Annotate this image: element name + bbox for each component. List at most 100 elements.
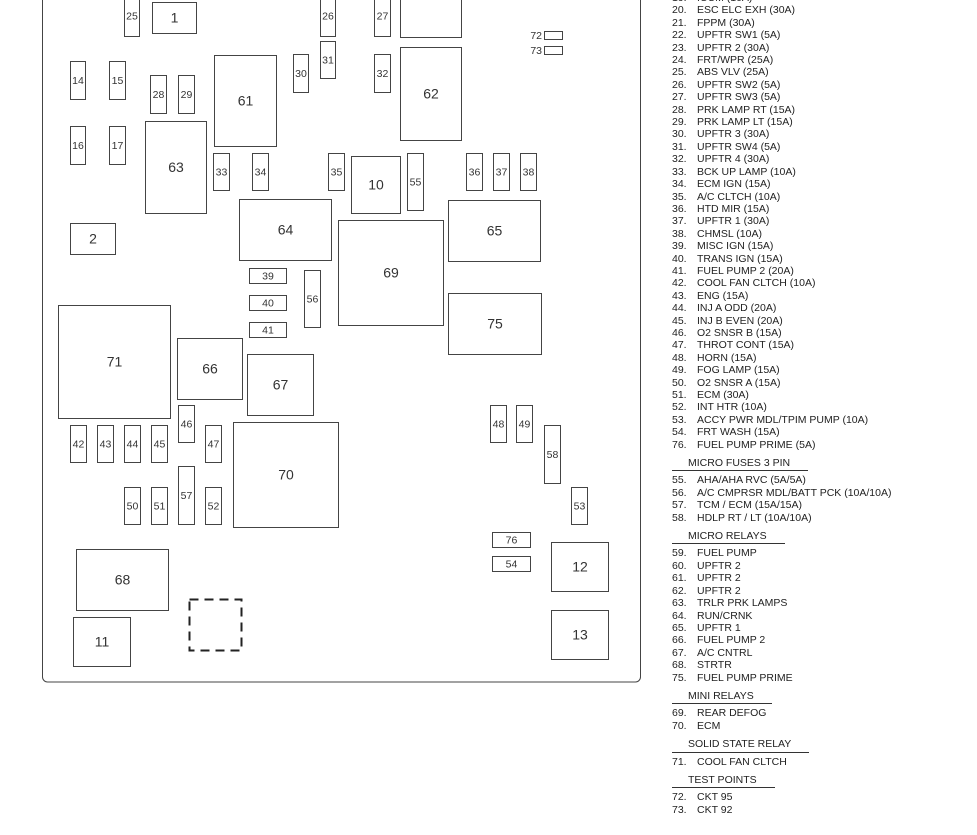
legend-item: 35. A/C CLTCH (10A) bbox=[672, 191, 972, 203]
fuse-label-72: 72 bbox=[530, 30, 542, 42]
legend-item-number: 33. bbox=[672, 165, 687, 178]
legend-item: 42.COOL FAN CLTCH (10A) bbox=[672, 277, 972, 289]
fuse-label-69: 69 bbox=[383, 265, 399, 281]
legend-item-text: ECM IGN (15A) bbox=[697, 178, 771, 191]
fuse-label-52: 52 bbox=[208, 500, 220, 512]
fuse-label-30: 30 bbox=[295, 68, 307, 80]
legend-item-number: 49. bbox=[672, 364, 687, 377]
legend-item-number: 30. bbox=[672, 128, 687, 141]
fuse-label-63: 63 bbox=[168, 159, 184, 175]
legend-section-title: MICRO RELAYS bbox=[672, 530, 785, 545]
fuse-label-71: 71 bbox=[107, 354, 123, 370]
legend-item: 34.ECM IGN (15A) bbox=[672, 178, 972, 190]
legend-item: 52.INT HTR (10A) bbox=[672, 401, 972, 413]
legend-item-text: CHMSL (10A) bbox=[697, 227, 762, 240]
fuse-box-45 bbox=[151, 425, 168, 463]
fuse-box-29 bbox=[178, 75, 195, 114]
legend-item: 64.RUN/CRNK bbox=[672, 610, 972, 622]
legend-item-number: 38. bbox=[672, 227, 687, 240]
fuse-box-31 bbox=[320, 41, 336, 79]
legend-section-title: SOLID STATE RELAY bbox=[672, 738, 810, 753]
legend-item-number: 36. bbox=[672, 202, 687, 215]
legend-item-text: INJ B EVEN (20A) bbox=[697, 314, 783, 327]
fuse-box-76 bbox=[492, 532, 531, 548]
legend-item-number: 71. bbox=[672, 755, 687, 768]
legend-item: 61.UPFTR 2 bbox=[672, 572, 972, 584]
fuse-label-48: 48 bbox=[493, 418, 505, 430]
fuse-box-28 bbox=[150, 75, 167, 114]
legend-item: 51.ECM (30A) bbox=[672, 389, 972, 401]
fuse-label-46: 46 bbox=[181, 418, 193, 430]
legend-item-text: ABS VLV (25A) bbox=[697, 66, 769, 79]
fuse-box-50 bbox=[124, 487, 141, 525]
legend-item-number: 35. bbox=[672, 190, 687, 203]
fuse-label-61: 61 bbox=[238, 93, 254, 109]
legend-item: 53. ACCY PWR MDL/TPIM PUMP (10A) bbox=[672, 414, 972, 426]
legend-item: 68.STRTR bbox=[672, 659, 972, 671]
legend-item-number: 19. bbox=[672, 0, 697, 4]
legend-section-title: MICRO FUSES 3 PIN bbox=[672, 457, 809, 472]
legend-item: 23.UPFTR 2 (30A) bbox=[672, 42, 972, 54]
fuse-box-53 bbox=[571, 487, 588, 525]
fuse-box-70 bbox=[233, 422, 339, 528]
legend-item: 40. TRANS IGN (15A) bbox=[672, 253, 972, 265]
legend-item-number: 50. bbox=[672, 376, 687, 389]
legend-item-text: FUEL PUMP 2 bbox=[697, 634, 766, 647]
fuse-label-43: 43 bbox=[100, 438, 112, 450]
fuse-label-16: 16 bbox=[72, 140, 84, 152]
legend-item: 60.UPFTR 2 bbox=[672, 560, 972, 572]
legend-item-number: 69. bbox=[672, 707, 687, 720]
legend-item-number: 65. bbox=[672, 621, 687, 634]
fuse-label-1: 1 bbox=[171, 10, 179, 26]
legend-item-number: 68. bbox=[672, 659, 687, 672]
legend-item-text: UPFTR 4 (30A) bbox=[697, 153, 770, 166]
legend-item-text: FUEL PUMP PRIME bbox=[697, 671, 793, 684]
fuse-label-62: 62 bbox=[423, 86, 439, 102]
fuse-box-41 bbox=[249, 322, 287, 338]
legend-item-text: CKT 92 bbox=[697, 803, 733, 816]
fuse-box-40 bbox=[249, 295, 287, 311]
legend-item: 21.FPPM (30A) bbox=[672, 17, 972, 29]
legend-item-number: 73. bbox=[672, 803, 687, 816]
legend-item-number: 60. bbox=[672, 559, 687, 572]
legend-item-number: 20. bbox=[672, 4, 687, 17]
legend-item-text: UPFTR 2 bbox=[697, 572, 741, 585]
legend-item-text: FRT/WPR (25A) bbox=[697, 54, 774, 67]
fuse-box-61 bbox=[214, 55, 277, 147]
fuse-label-58: 58 bbox=[547, 449, 559, 461]
fuse-box-63 bbox=[145, 121, 207, 214]
legend-item: 43.ENG (15A) bbox=[672, 290, 972, 302]
fuse-box-44 bbox=[124, 425, 141, 463]
legend-item: 26.UPFTR SW2 (5A) bbox=[672, 79, 972, 91]
legend-item-text: TRANS IGN (15A) bbox=[697, 252, 783, 265]
fuse-label-28: 28 bbox=[153, 89, 165, 101]
legend-item-text: INT HTR (10A) bbox=[697, 401, 767, 414]
legend-item-text: FOG LAMP (15A) bbox=[697, 364, 780, 377]
fuse-box-14 bbox=[70, 61, 86, 100]
fuse-label-35: 35 bbox=[331, 166, 343, 178]
fuse-label-57: 57 bbox=[181, 490, 193, 502]
fuse-box-1 bbox=[152, 2, 197, 34]
legend-item-number: 44. bbox=[672, 302, 687, 315]
legend-item-number: 56. bbox=[672, 486, 687, 499]
fuse-box-dashed bbox=[188, 598, 243, 652]
fuse-label-66: 66 bbox=[202, 361, 218, 377]
legend-item-number: 57. bbox=[672, 499, 687, 512]
legend-item-text: ACCY PWR MDL/TPIM PUMP (10A) bbox=[697, 413, 869, 426]
fuse-label-38: 38 bbox=[523, 166, 535, 178]
legend-item-number: 25. bbox=[672, 66, 687, 79]
legend-item-number: 40. bbox=[672, 252, 687, 265]
legend-item-text: A/C CLTCH (10A) bbox=[697, 190, 781, 203]
fuse-box-42 bbox=[70, 425, 87, 463]
legend-item-text: FUEL PUMP 2 (20A) bbox=[697, 264, 794, 277]
legend-item-text: BCK UP LAMP (10A) bbox=[697, 165, 796, 178]
fuse-label-27: 27 bbox=[377, 10, 389, 22]
legend-item-number: 53. bbox=[672, 413, 687, 426]
legend-item-text: A/C CMPRSR MDL/BATT PCK (10A/10A) bbox=[697, 486, 892, 499]
legend-item: 24.FRT/WPR (25A) bbox=[672, 54, 972, 66]
legend-item: 71.COOL FAN CLTCH bbox=[672, 756, 972, 768]
legend-item: 56. A/C CMPRSR MDL/BATT PCK (10A/10A) bbox=[672, 487, 972, 499]
legend-item-number: 46. bbox=[672, 326, 687, 339]
fuse-label-33: 33 bbox=[216, 166, 228, 178]
